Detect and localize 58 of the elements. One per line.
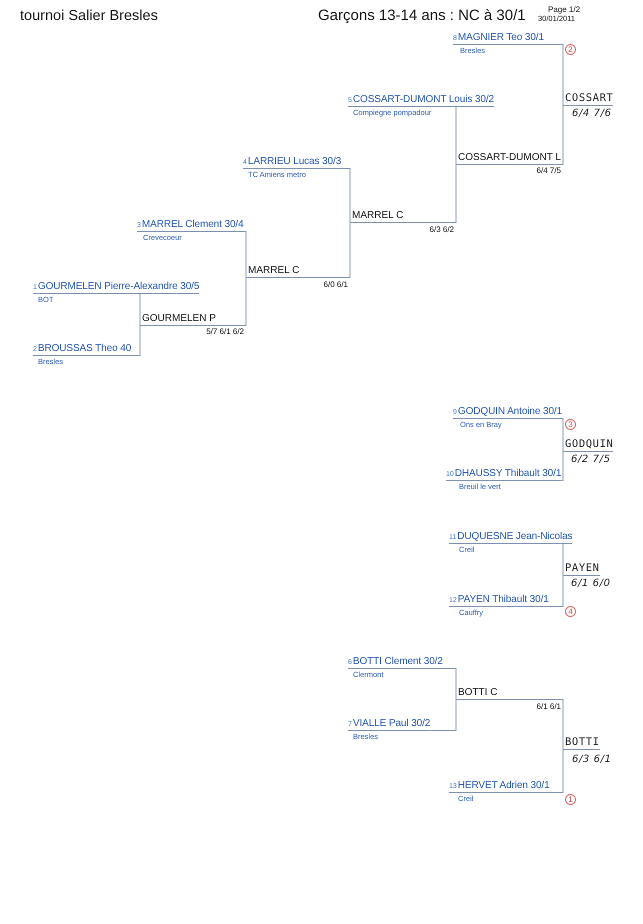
handwritten-winner: PAYEN (565, 562, 600, 576)
bracket-line (430, 699, 458, 731)
player-name: VIALLE Paul 30/2 (352, 718, 430, 730)
bracket-line (549, 749, 566, 793)
winner-name: COSSART-DUMONT L (458, 152, 562, 165)
bracket-line (442, 668, 458, 700)
match-score: 5/7 6/1 6/2 (206, 327, 244, 337)
player-name: DUQUESNE Jean-Nicolas (457, 531, 572, 543)
bracket-line (548, 575, 566, 607)
bracket-line (456, 106, 458, 165)
player-name: GOURMELEN Pierre-Alexandre 30/5 (38, 281, 200, 293)
bracket-line (562, 105, 566, 165)
handwritten-winner: BOTTI (565, 736, 600, 750)
player-name: PAYEN Thibault 30/1 (458, 594, 549, 606)
player-name: MAGNIER Teo 30/1 (458, 32, 544, 44)
circled-seed-number: 2 (565, 44, 576, 55)
player-name: HERVET Adrien 30/1 (458, 780, 550, 792)
player-name: LARRIEU Lucas 30/3 (248, 156, 342, 168)
player-entry (449, 780, 550, 793)
page-number: Page 1/2 (548, 5, 580, 14)
handwritten-winner: GODQUIN (565, 438, 614, 452)
bracket-line (130, 325, 142, 356)
player-name: BROUSSAS Theo 40 (38, 343, 132, 355)
player-entry (449, 594, 549, 607)
winner-name: BOTTI C (458, 687, 562, 700)
bracket-line (340, 168, 352, 223)
bracket-line (244, 277, 248, 326)
player-name: DHAUSSY Thibault 30/1 (454, 468, 562, 480)
bracket-line (243, 231, 248, 278)
bracket-line (562, 418, 566, 452)
bracket-line (454, 164, 458, 223)
handwritten-score: 6/3 6/1 (572, 754, 612, 766)
match-score: 6/3 6/2 (430, 225, 454, 235)
match-score: 6/0 6/1 (324, 280, 348, 290)
handwritten-score: 6/2 7/5 (571, 454, 611, 466)
circled-seed-number: 1 (565, 794, 576, 805)
player-name: GODQUIN Antoine 30/1 (458, 406, 562, 418)
category-heading: Garçons 13-14 ans : NC à 30/1 (318, 7, 526, 24)
winner-name: GOURMELEN P (142, 313, 245, 326)
bracket-line (562, 699, 566, 750)
circled-seed-number: 4 (565, 606, 576, 617)
bracket-line (560, 451, 566, 481)
bracket-line (140, 293, 142, 326)
match-score: 6/4 7/5 (536, 166, 561, 176)
winner-name: MARREL C (352, 210, 455, 223)
player-name: COSSART-DUMONT Louis 30/2 (352, 94, 494, 106)
winner-name: MARREL C (248, 265, 349, 278)
bracket-line (348, 222, 352, 278)
bracket-line (543, 44, 566, 106)
player-name: BOTTI Clement 30/2 (352, 656, 443, 668)
handwritten-winner: COSSART (565, 92, 614, 106)
match-score: 6/1 6/1 (536, 702, 561, 712)
circled-seed-number: 3 (565, 419, 576, 430)
tournament-title: tournoi Salier Bresles (20, 7, 158, 25)
handwritten-score: 6/1 6/0 (571, 578, 611, 590)
bracket-line (562, 543, 566, 576)
player-name: MARREL Clement 30/4 (142, 219, 244, 231)
handwritten-score: 6/4 7/6 (572, 108, 612, 120)
